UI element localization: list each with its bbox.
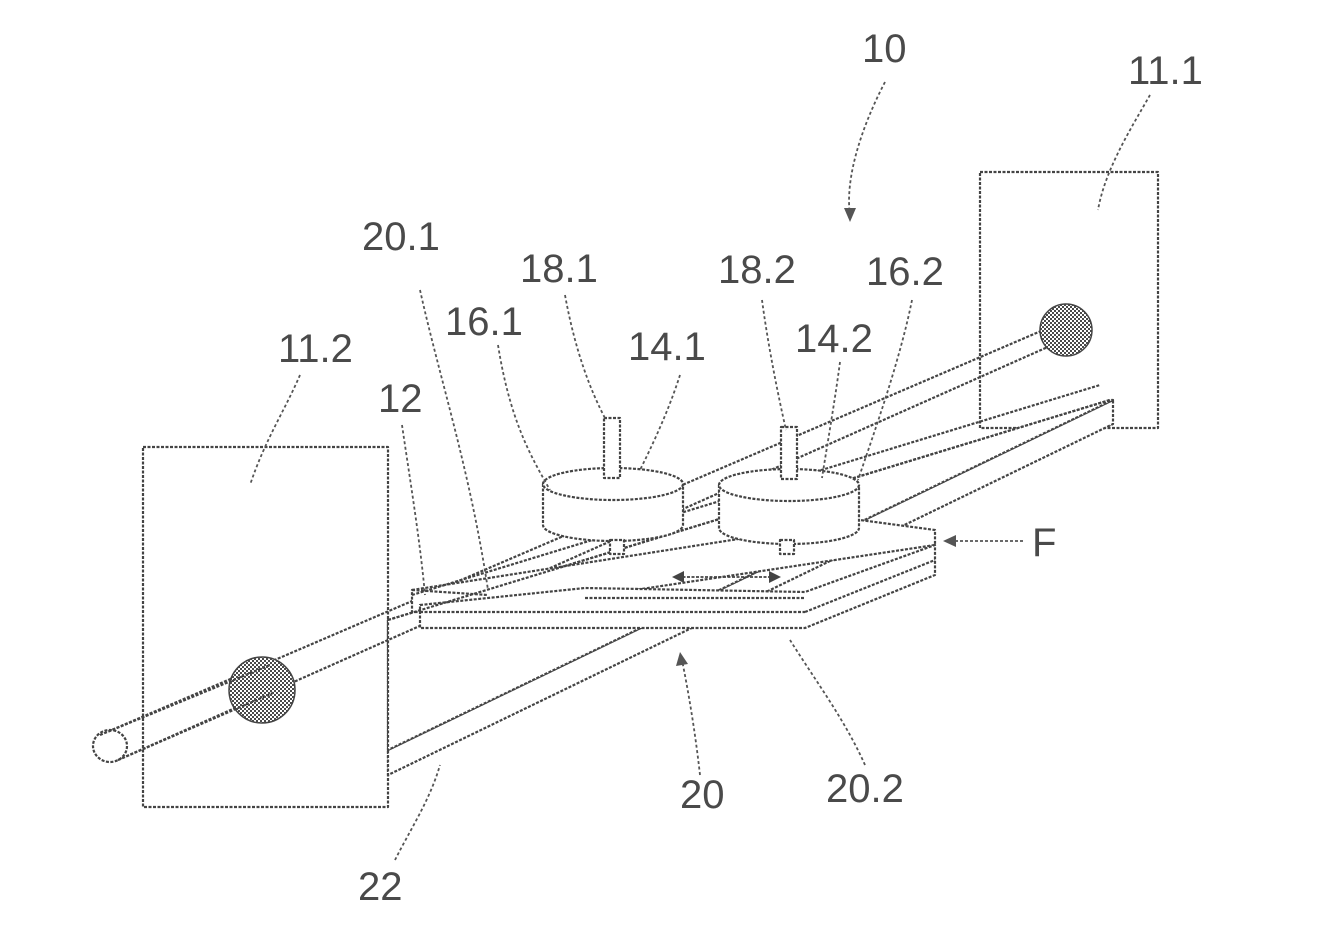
label-20-1: 20.1 — [362, 215, 440, 259]
label-10: 10 — [862, 27, 907, 71]
label-14-1: 14.1 — [628, 325, 706, 369]
support-block-11-2 — [143, 447, 388, 807]
label-18-2: 18.2 — [718, 248, 796, 292]
leader-18-1 — [565, 295, 606, 420]
support-block-11-1 — [980, 172, 1158, 428]
leader-18-2 — [762, 300, 786, 430]
label-11-2: 11.2 — [278, 327, 353, 371]
label-22: 22 — [358, 865, 403, 909]
leader-20-2 — [790, 640, 865, 765]
leader-14-1 — [640, 375, 680, 470]
label-11-1: 11.1 — [1128, 49, 1203, 93]
wheel-unit-left — [543, 418, 683, 554]
label-16-1: 16.1 — [445, 300, 523, 344]
leader-14-2 — [822, 362, 840, 478]
label-16-2: 16.2 — [866, 250, 944, 294]
rod-bearing-left — [229, 657, 295, 723]
label-20: 20 — [680, 773, 725, 817]
arrow-10 — [844, 82, 885, 222]
rod-bearing-right — [1040, 304, 1092, 356]
label-F: F — [1032, 521, 1056, 565]
wheel-unit-right — [719, 427, 859, 554]
label-14-2: 14.2 — [795, 317, 873, 361]
leader-22 — [395, 765, 440, 860]
leader-12 — [402, 425, 425, 595]
leader-16-1 — [498, 345, 550, 490]
arrow-20 — [676, 652, 700, 775]
label-18-1: 18.1 — [520, 247, 598, 291]
label-20-2: 20.2 — [826, 767, 904, 811]
force-arrow — [943, 535, 1025, 547]
label-12: 12 — [378, 377, 423, 421]
